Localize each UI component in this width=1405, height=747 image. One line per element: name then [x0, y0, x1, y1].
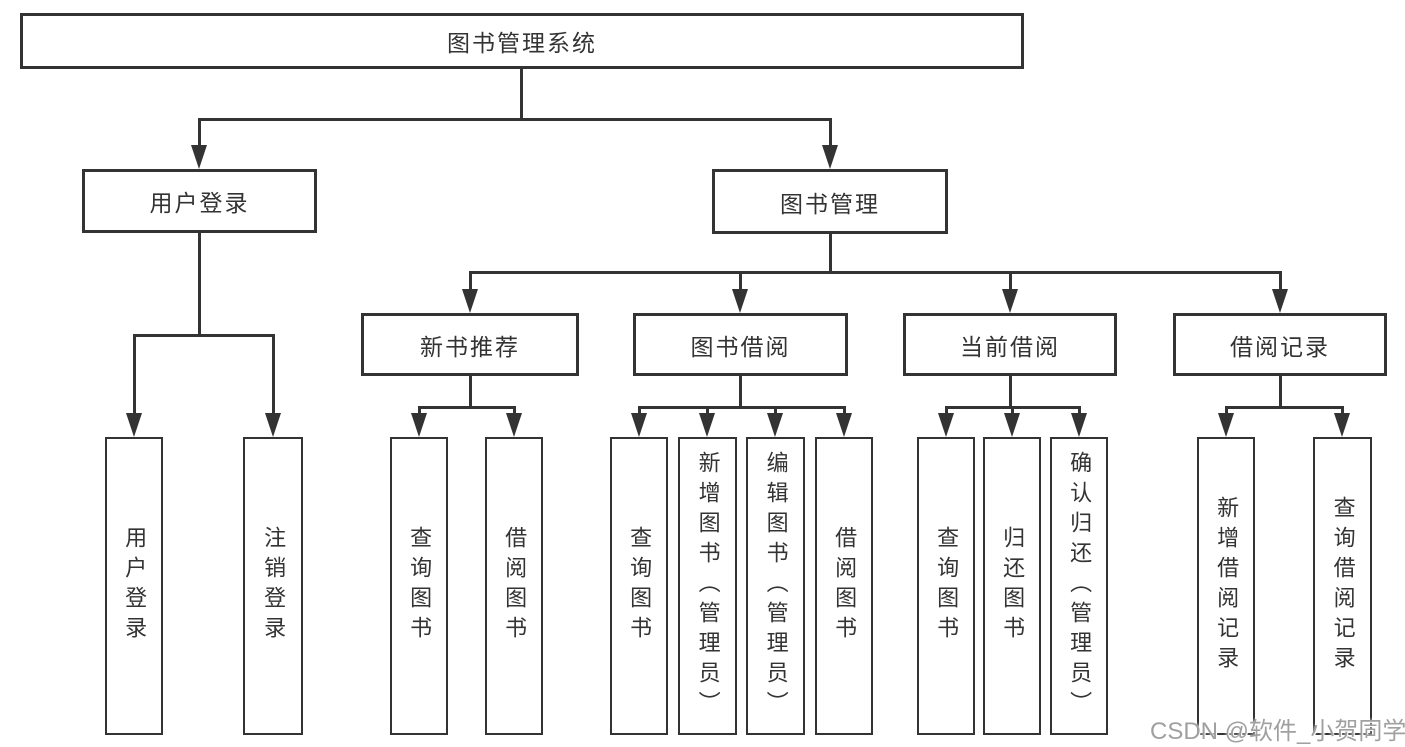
- node-borrow-books-2-label: 借阅图书: [832, 526, 858, 646]
- connector-line: [520, 69, 523, 121]
- node-return-books-label: 归还图书: [1000, 526, 1026, 646]
- node-borrowing-records: 借阅记录: [1173, 313, 1387, 376]
- node-add-book-admin-label: 新增图书（管理员）: [695, 451, 721, 721]
- node-query-borrow-record-label: 查询借阅记录: [1330, 496, 1356, 676]
- connector-line: [418, 406, 516, 409]
- connector-line: [198, 118, 201, 147]
- node-book-management-label: 图书管理: [780, 190, 880, 217]
- node-borrowing-records-label: 借阅记录: [1230, 333, 1330, 360]
- connector-line: [829, 118, 832, 147]
- node-library-system-root: 图书管理系统: [20, 13, 1024, 69]
- node-query-books-1: 查询图书: [390, 437, 448, 735]
- node-new-book-recommend: 新书推荐: [361, 313, 579, 376]
- node-query-books-3-label: 查询图书: [934, 526, 960, 646]
- node-book-borrowing: 图书借阅: [633, 313, 848, 376]
- connector-line: [1225, 406, 1344, 409]
- connector-line: [1078, 406, 1081, 416]
- arrowhead-down-icon: [1004, 413, 1020, 437]
- node-library-system-root-label: 图书管理系统: [447, 30, 597, 56]
- node-borrow-books-1-label: 借阅图书: [502, 526, 528, 646]
- node-query-books-3: 查询图书: [917, 437, 975, 735]
- arrowhead-down-icon: [732, 289, 748, 313]
- connector-line: [1011, 406, 1014, 416]
- arrowhead-down-icon: [822, 145, 838, 169]
- node-edit-book-admin: 编辑图书（管理员）: [746, 437, 805, 735]
- node-add-borrow-record: 新增借阅记录: [1197, 437, 1255, 735]
- node-borrow-books-1: 借阅图书: [485, 437, 543, 735]
- arrowhead-down-icon: [1002, 289, 1018, 313]
- watermark: CSDN @软件_小贺同学: [1150, 718, 1405, 745]
- node-logout: 注销登录: [243, 437, 303, 735]
- arrowhead-down-icon: [767, 413, 783, 437]
- connector-line: [272, 334, 275, 415]
- connector-line: [513, 406, 516, 416]
- connector-line: [1009, 271, 1012, 291]
- node-user-login-leaf-label: 用户登录: [122, 526, 148, 646]
- node-return-books: 归还图书: [983, 437, 1041, 735]
- connector-line: [1279, 271, 1282, 291]
- node-edit-book-admin-label: 编辑图书（管理员）: [763, 451, 789, 721]
- node-query-borrow-record: 查询借阅记录: [1313, 437, 1372, 735]
- arrowhead-down-icon: [1071, 413, 1087, 437]
- connector-line: [469, 376, 472, 409]
- arrowhead-down-icon: [836, 413, 852, 437]
- connector-line: [198, 118, 832, 121]
- connector-line: [418, 406, 421, 416]
- connector-line: [638, 406, 846, 409]
- node-confirm-return-admin: 确认归还（管理员）: [1050, 437, 1108, 735]
- connector-line: [945, 406, 948, 416]
- connector-line: [829, 234, 832, 274]
- arrowhead-down-icon: [1334, 413, 1350, 437]
- connector-line: [469, 271, 1282, 274]
- node-query-books-1-label: 查询图书: [407, 526, 433, 646]
- connector-line: [774, 406, 777, 416]
- node-query-books-2: 查询图书: [610, 437, 668, 735]
- connector-line: [469, 271, 472, 291]
- node-add-borrow-record-label: 新增借阅记录: [1214, 496, 1240, 676]
- node-add-book-admin: 新增图书（管理员）: [678, 437, 737, 735]
- node-book-borrowing-label: 图书借阅: [690, 333, 791, 360]
- arrowhead-down-icon: [1272, 289, 1288, 313]
- arrowhead-down-icon: [265, 413, 281, 437]
- connector-line: [198, 233, 201, 337]
- node-user-login-label: 用户登录: [149, 190, 250, 216]
- connector-line: [133, 334, 275, 337]
- node-user-login-leaf: 用户登录: [105, 437, 163, 735]
- node-confirm-return-admin-label: 确认归还（管理员）: [1067, 451, 1093, 721]
- node-borrow-books-2: 借阅图书: [815, 437, 873, 735]
- arrowhead-down-icon: [1218, 413, 1234, 437]
- arrowhead-down-icon: [631, 413, 647, 437]
- connector-line: [638, 406, 641, 416]
- arrowhead-down-icon: [411, 413, 427, 437]
- connector-line: [706, 406, 709, 416]
- connector-line: [1009, 376, 1012, 409]
- connector-line: [1279, 376, 1282, 409]
- connector-line: [1341, 406, 1344, 416]
- node-new-book-recommend-label: 新书推荐: [420, 333, 520, 360]
- node-query-books-2-label: 查询图书: [627, 526, 653, 646]
- node-book-management: 图书管理: [712, 169, 948, 234]
- node-user-login: 用户登录: [82, 169, 317, 233]
- arrowhead-down-icon: [191, 145, 207, 169]
- arrowhead-down-icon: [699, 413, 715, 437]
- node-current-borrowing: 当前借阅: [903, 313, 1117, 376]
- arrowhead-down-icon: [938, 413, 954, 437]
- arrowhead-down-icon: [506, 413, 522, 437]
- connector-line: [843, 406, 846, 416]
- node-logout-label: 注销登录: [261, 526, 287, 646]
- node-current-borrowing-label: 当前借阅: [960, 333, 1060, 360]
- connector-line: [1225, 406, 1228, 416]
- connector-line: [133, 334, 136, 415]
- arrowhead-down-icon: [126, 413, 142, 437]
- connector-line: [739, 271, 742, 291]
- arrowhead-down-icon: [462, 289, 478, 313]
- connector-line: [739, 376, 742, 409]
